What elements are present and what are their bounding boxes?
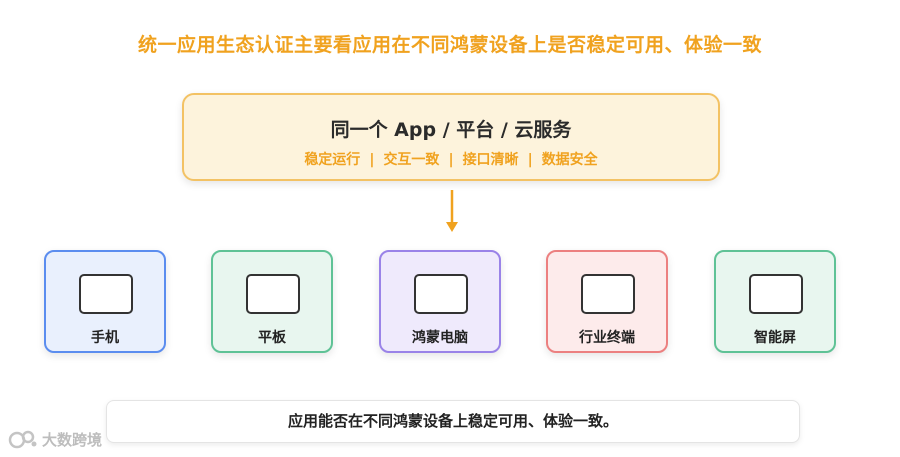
feature-interface: 接口清晰 <box>462 152 519 168</box>
screen-icon <box>414 274 468 314</box>
screen-icon <box>79 274 133 314</box>
down-arrow-icon <box>446 190 458 232</box>
feature-separator: | <box>448 152 454 168</box>
feature-interaction: 交互一致 <box>383 152 440 168</box>
platform-box: 同一个 App / 平台 / 云服务 稳定运行 | 交互一致 | 接口清晰 | 数据安全 <box>182 93 720 181</box>
device-harmony-pc: 鸿蒙电脑 <box>379 250 501 353</box>
device-label: 鸿蒙电脑 <box>412 330 468 346</box>
device-label: 智能屏 <box>754 330 796 346</box>
device-tablet: 平板 <box>211 250 333 353</box>
screen-icon <box>581 274 635 314</box>
feature-stable: 稳定运行 <box>304 152 361 168</box>
feature-separator: | <box>369 152 375 168</box>
device-smart-screen: 智能屏 <box>714 250 836 353</box>
feature-security: 数据安全 <box>541 152 598 168</box>
headline: 统一应用生态认证主要看应用在不同鸿蒙设备上是否稳定可用、体验一致 <box>137 34 762 56</box>
platform-title: 同一个 App / 平台 / 云服务 <box>330 119 572 141</box>
device-phone: 手机 <box>44 250 166 353</box>
conclusion-box: 应用能否在不同鸿蒙设备上稳定可用、体验一致。 <box>106 400 800 443</box>
screen-icon <box>749 274 803 314</box>
watermark: 大数跨境 <box>8 426 102 452</box>
device-label: 平板 <box>258 330 286 346</box>
feature-separator: | <box>527 152 533 168</box>
brand-logo-icon <box>8 430 37 449</box>
watermark-text: 大数跨境 <box>42 430 103 449</box>
screen-icon <box>246 274 300 314</box>
device-industry-terminal: 行业终端 <box>546 250 668 353</box>
device-label: 手机 <box>91 330 119 346</box>
platform-features: 稳定运行 | 交互一致 | 接口清晰 | 数据安全 <box>184 149 718 169</box>
device-label: 行业终端 <box>579 330 635 346</box>
